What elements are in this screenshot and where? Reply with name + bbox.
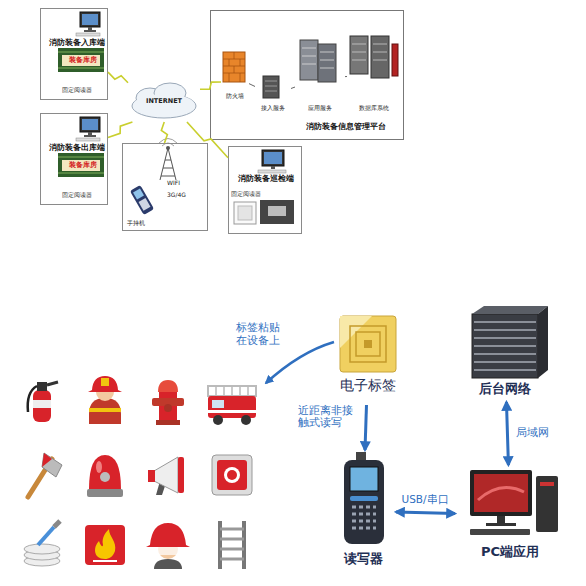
connector [506,402,508,465]
alarm-bell-icon [87,455,123,497]
node-text: 装备库房 [63,57,103,64]
server-icon [263,76,279,98]
connector [345,76,347,77]
connector [396,512,455,514]
connector [200,82,221,89]
antenna-tower [159,139,177,181]
ladder-icon [220,521,244,569]
node-text: 应用服务 [295,105,345,112]
node-box: INTERNET [128,82,200,122]
node-text: 消防装备信息管理平台 [291,123,401,132]
node-text: 消防装备出库端 [45,144,109,153]
node-text: 消防装备巡检端 [233,175,299,184]
node-text: 装备库房 [63,162,103,169]
handheld-device [130,185,154,215]
pc-icon [470,470,558,535]
node-box: 消防装备入库端装备库房固定阅读器 [40,8,108,100]
leader-arrow [266,342,334,383]
node-box: 数据库系统 [347,33,401,117]
firewall-icon [223,52,245,82]
axe-icon [28,453,62,497]
node-text: INTERNET [134,98,194,105]
node-text: 手持机 [127,220,157,227]
hydrant-icon [152,380,184,425]
connector [365,405,366,450]
cloud-shape [132,83,196,118]
node-text: 接入服务 [255,105,291,112]
node-text: 读写器 [330,552,396,567]
node-box: WIFI 3G/4G 手持机 [122,143,208,231]
computer-icon [76,117,100,141]
node-text: 3G/4G [167,192,203,199]
connector [187,122,228,158]
node-text: 数据库系统 [347,105,401,112]
warehouse-photo [58,48,104,72]
helmet-icon [146,523,190,569]
annotation-label: 标签粘贴在设备上 [236,322,286,347]
warehouse-photo [58,153,104,177]
connector [108,72,128,83]
node-box: 读写器 [330,450,396,572]
connector [108,122,132,137]
node-box: PC端应用 [455,465,565,565]
database-icon [350,36,398,78]
hose-nozzle-icon [24,521,60,566]
computer-icon [258,150,286,173]
node-text: 固定阅读器 [231,191,271,198]
server-icon [300,40,336,82]
firefighter-icon [88,376,122,424]
reader-photo [234,200,294,224]
node-text: 防火墙 [221,93,249,100]
extinguisher-icon [28,382,58,422]
edge-label: USB/串口 [394,493,456,505]
node-text: 电子标签 [330,377,406,393]
alarm-button-icon [212,455,252,495]
node-text: WIFI [167,180,203,187]
node-box: 接入服务 [255,73,291,117]
rfid-tag [340,316,396,372]
node-box: 应用服务 [295,39,345,117]
node-box: 电子标签 [330,313,406,405]
server-rack [472,306,548,378]
edge-label: 局域网 [516,426,560,438]
node-box: 消防装备信息管理平台 防火墙接入服务应用服务数据库系统 [210,10,404,140]
node-text: 固定阅读器 [51,192,103,199]
node-box: 防火墙 [221,49,249,105]
megaphone-icon [148,457,184,495]
reader-device [344,452,384,544]
node-text: 消防装备入库端 [45,39,109,48]
node-box: 消防装备巡检端固定阅读器 [228,146,302,234]
node-text: 固定阅读器 [51,87,103,94]
connector [161,122,167,143]
node-text: PC端应用 [455,545,565,560]
node-text: 后台网络 [455,382,555,397]
computer-icon [76,12,100,36]
connector [291,87,295,88]
node-box: 后台网络 [455,310,555,402]
fire-truck-icon [208,386,256,425]
edge-label: 近距离非接触式读写 [298,404,356,428]
connector [249,84,255,87]
fire-sign-icon [85,525,125,565]
node-box: 消防装备出库端装备库房固定阅读器 [40,113,108,205]
